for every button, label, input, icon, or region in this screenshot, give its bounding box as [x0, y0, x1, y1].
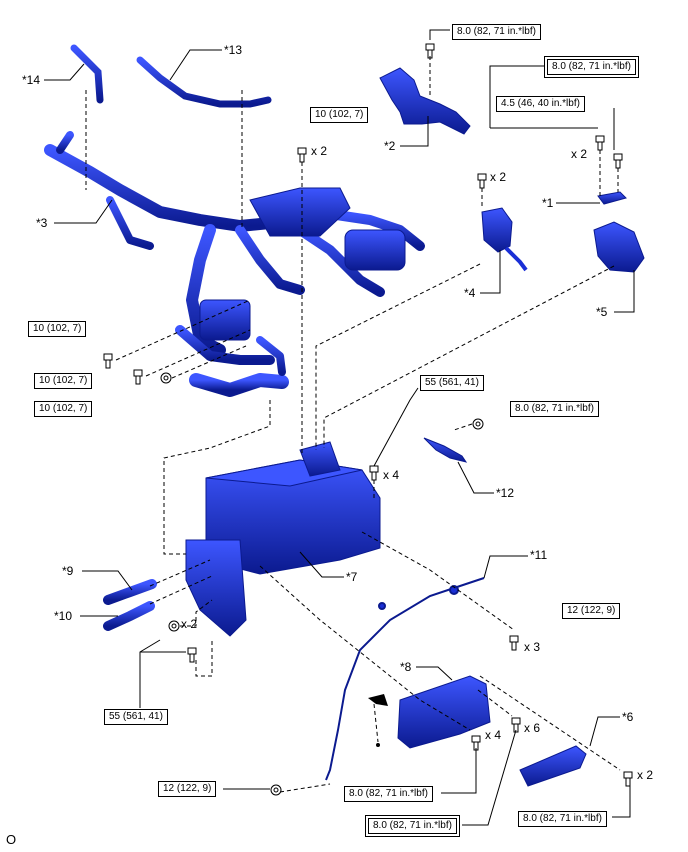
- bolt-10-b: [133, 369, 143, 385]
- callout-6: *6: [622, 710, 634, 724]
- callout-9: *9: [62, 564, 74, 578]
- bolt-10-top: [297, 147, 307, 163]
- part-7-inverter: [185, 441, 381, 637]
- nut-10-c: [160, 372, 172, 384]
- nut-12-bottom: [270, 784, 282, 796]
- torque-4-5: 4.5 (46, 40 in.*lbf): [496, 96, 585, 112]
- part-11-cable: [325, 577, 485, 781]
- multiplier-x2-right: x 2: [571, 147, 588, 161]
- multiplier-x2-top: x 2: [311, 144, 328, 158]
- callout-5: *5: [596, 305, 608, 319]
- multiplier-x6: x 6: [524, 721, 541, 735]
- part-4: [481, 207, 528, 272]
- bolt-x2-right: [595, 135, 605, 151]
- torque-8-0-b2: 8.0 (82, 71 in.*lbf): [365, 815, 460, 837]
- torque-10-a: 10 (102, 7): [28, 321, 87, 337]
- bolt-45: [613, 153, 623, 169]
- nut-80-mid: [472, 418, 484, 430]
- bolt-80-b2: [511, 717, 521, 733]
- part-1-bracket: [597, 191, 627, 205]
- multiplier-x2-left: x 2: [181, 617, 198, 631]
- part-3-block: [199, 187, 406, 341]
- part-8: [397, 675, 491, 749]
- callout-11: *11: [530, 548, 548, 562]
- figure-code: O: [6, 832, 17, 847]
- callout-7: *7: [346, 570, 358, 584]
- bolt-10-a: [103, 353, 113, 369]
- part-13-wire: [136, 56, 272, 108]
- bolt-55-mid: [369, 465, 379, 481]
- part-2-connector: [379, 67, 471, 135]
- torque-10-b: 10 (102, 7): [34, 373, 93, 389]
- multiplier-x4-mid: x 4: [383, 468, 400, 482]
- part-12-bracket: [423, 437, 468, 463]
- leader-lines: [44, 29, 635, 826]
- callout-2: *2: [384, 139, 396, 153]
- torque-8-0-b3: 8.0 (82, 71 in.*lbf): [518, 811, 607, 827]
- part-6: [519, 745, 587, 787]
- nut-55-left: [168, 620, 180, 632]
- bolt-12-right: [509, 635, 519, 651]
- callout-3: *3: [36, 216, 48, 230]
- callout-14: *14: [22, 73, 41, 87]
- callout-13: *13: [224, 43, 243, 57]
- callout-8: *8: [400, 660, 412, 674]
- torque-8-0-b1: 8.0 (82, 71 in.*lbf): [344, 786, 433, 802]
- small-bracket: [368, 694, 388, 747]
- torque-12-bottom: 12 (122, 9): [158, 781, 217, 797]
- multiplier-x4-bottom: x 4: [485, 728, 502, 742]
- callout-12: *12: [496, 486, 515, 500]
- callout-1: *1: [542, 196, 554, 210]
- torque-top-box: 8.0 (82, 71 in.*lbf): [544, 56, 639, 78]
- torque-55-left: 55 (561, 41): [104, 709, 168, 725]
- torque-55-mid: 55 (561, 41): [420, 375, 484, 391]
- bolt-x2-mid: [477, 173, 487, 189]
- torque-10-top: 10 (102, 7): [310, 107, 369, 123]
- part-14-wire: [70, 44, 104, 104]
- part-9-10-hoses: [103, 579, 157, 631]
- torque-10-c: 10 (102, 7): [34, 401, 93, 417]
- multiplier-x3: x 3: [524, 640, 541, 654]
- part-5: [593, 221, 645, 273]
- bolt-80-b1: [471, 735, 481, 751]
- multiplier-x2-mid: x 2: [490, 170, 507, 184]
- bolt-top: [425, 43, 435, 59]
- bolt-55-left: [187, 647, 197, 663]
- torque-12-right: 12 (122, 9): [562, 603, 621, 619]
- torque-8-0-mid: 8.0 (82, 71 in.*lbf): [510, 401, 599, 417]
- torque-top-bolt: 8.0 (82, 71 in.*lbf): [452, 24, 541, 40]
- callout-10: *10: [54, 609, 73, 623]
- multiplier-x2-bottom: x 2: [637, 768, 654, 782]
- bolt-80-b3: [623, 771, 633, 787]
- callout-4: *4: [464, 286, 476, 300]
- dashed-lines: [85, 56, 621, 793]
